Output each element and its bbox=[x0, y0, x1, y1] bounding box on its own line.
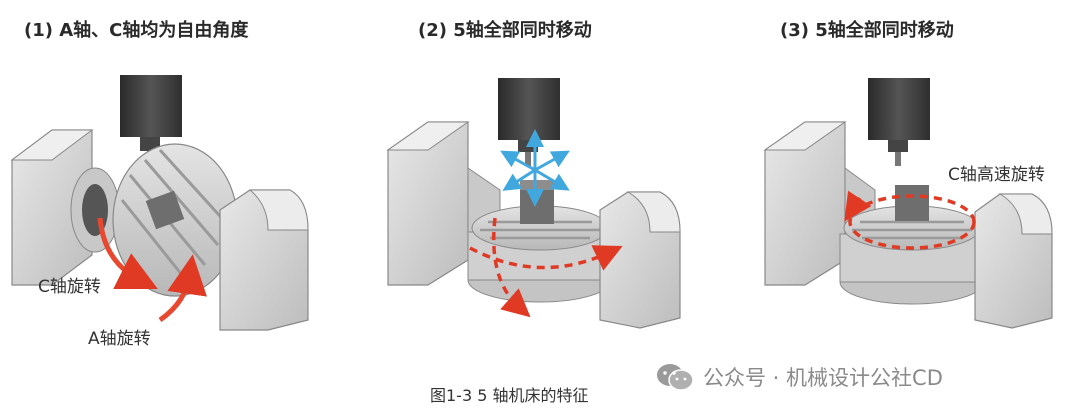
spindle-head bbox=[120, 75, 182, 137]
panel-3-title: (3) 5轴全部同时移动 bbox=[780, 20, 954, 41]
spindle-head bbox=[498, 78, 560, 140]
c-axis-rotation-label: C轴旋转 bbox=[38, 277, 101, 297]
a-axis-rotation-label: A轴旋转 bbox=[88, 329, 151, 349]
workpiece bbox=[895, 185, 929, 221]
a-axis-rotation-dashed bbox=[491, 217, 531, 318]
panel-3-machine bbox=[763, 78, 1053, 329]
a-axis-rotation-arrow bbox=[158, 254, 207, 323]
c-axis-rotation-arrow bbox=[97, 217, 158, 289]
watermark: 公众号 · 机械设计公社CD bbox=[655, 360, 943, 394]
watermark-text: 公众号 · 机械设计公社CD bbox=[703, 366, 943, 390]
panel-1-title: (1) A轴、C轴均为自由角度 bbox=[24, 20, 249, 41]
c-axis-high-speed-rotation bbox=[848, 194, 976, 250]
panel-2-title: (2) 5轴全部同时移动 bbox=[418, 20, 592, 41]
panel-2-machine bbox=[386, 78, 681, 329]
c-axis-rotation-dashed bbox=[469, 245, 623, 271]
figure-caption: 图1-3 5 轴机床的特征 bbox=[430, 386, 589, 405]
motion-arrows-icon bbox=[500, 129, 570, 207]
spindle-head bbox=[868, 78, 930, 140]
wechat-icon bbox=[657, 364, 694, 391]
panel-1-machine bbox=[10, 75, 309, 331]
c-axis-high-speed-label: C轴高速旋转 bbox=[948, 165, 1045, 185]
workpiece bbox=[520, 190, 554, 224]
workpiece bbox=[145, 190, 185, 230]
